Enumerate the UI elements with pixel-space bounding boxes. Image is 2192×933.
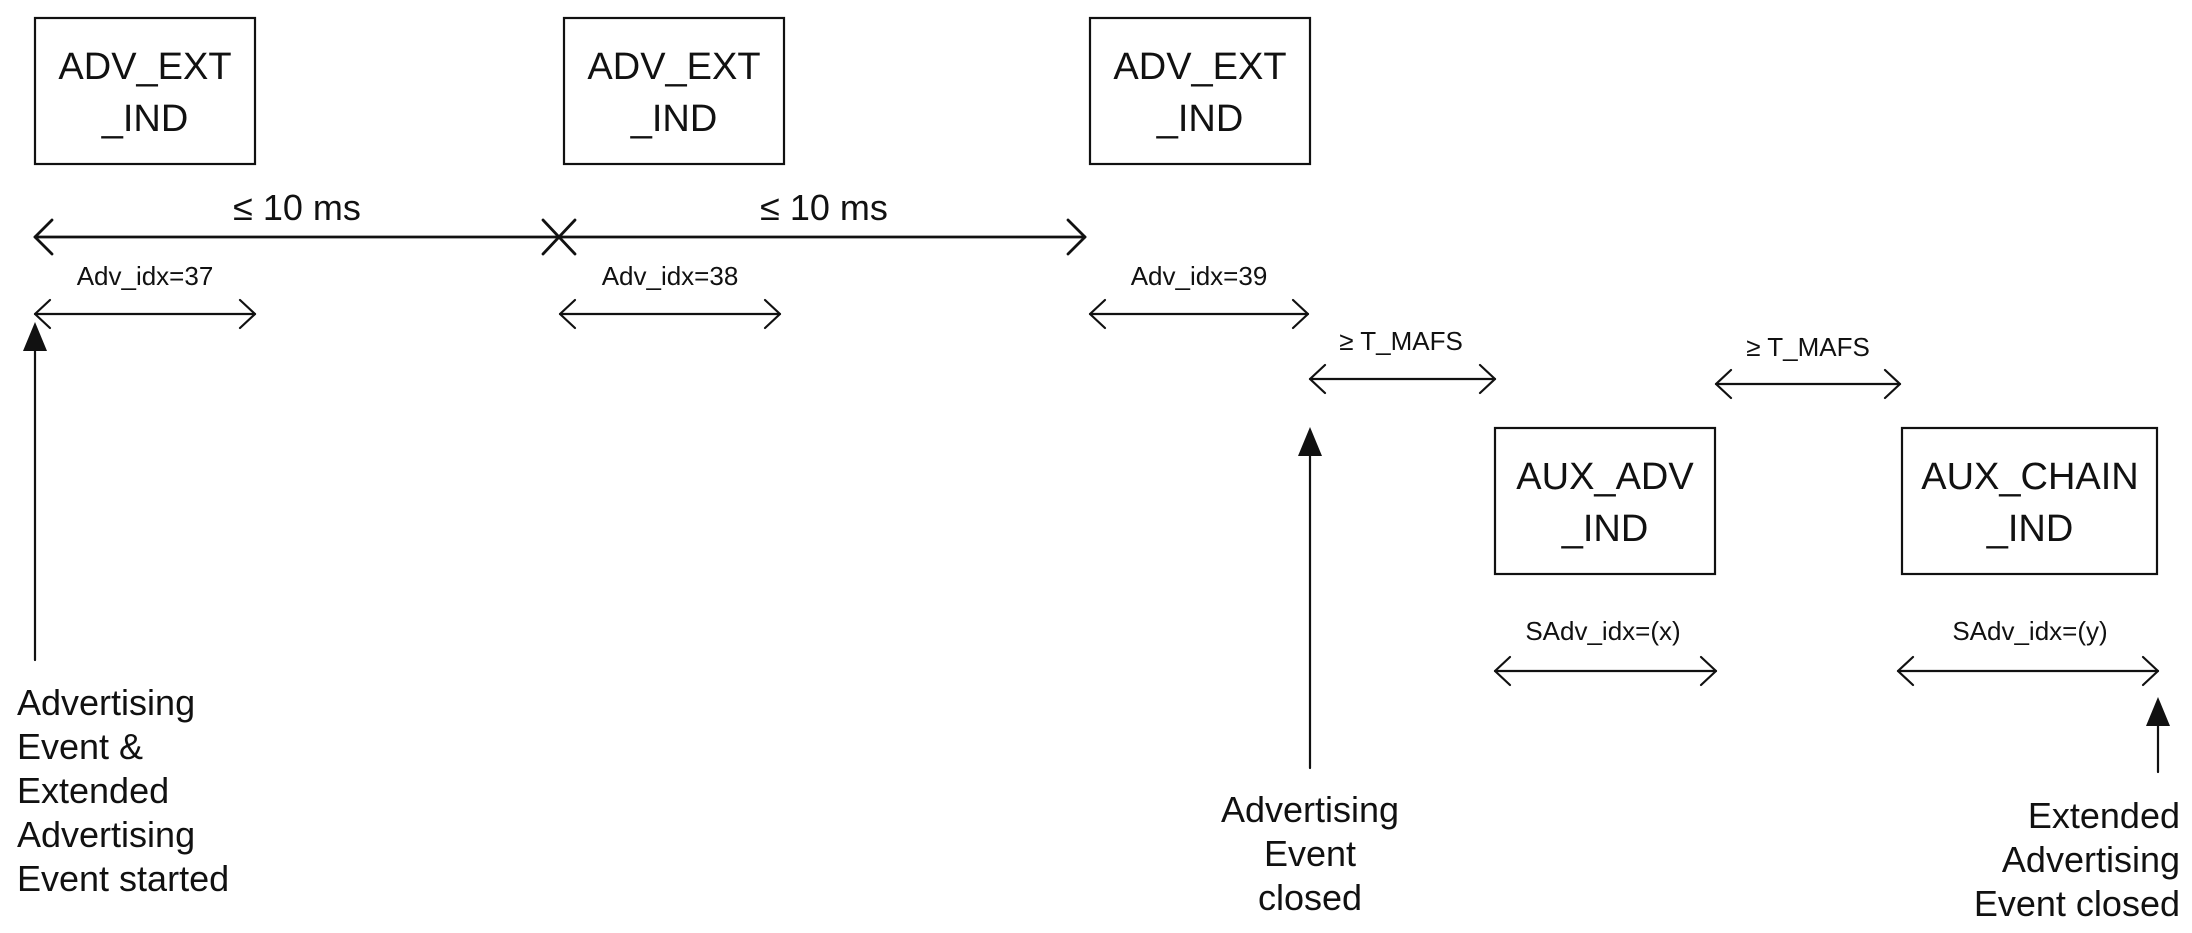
interval-label: ≤ 10 ms [760, 187, 888, 228]
packet-name-line2: _IND [1156, 98, 1244, 140]
packet-name-line2: _IND [1561, 508, 1649, 550]
packet-name-line1: AUX_CHAIN [1921, 456, 2139, 498]
svg-text:Advertising: Advertising [17, 814, 195, 855]
interval-arrow-10ms-2: ≤ 10 ms [557, 187, 1087, 256]
svg-text:Advertising: Advertising [17, 682, 195, 723]
svg-text:Event &: Event & [17, 726, 143, 767]
event-adv-closed-arrow [1298, 427, 1322, 770]
svg-text:Advertising: Advertising [2002, 839, 2180, 880]
adv-idx-arrow-38: Adv_idx=38 [558, 261, 782, 330]
svg-text:Advertising: Advertising [1221, 789, 1399, 830]
adv-idx-arrow-39: Adv_idx=39 [1088, 261, 1310, 330]
sadv-idx-arrow-y: SAdv_idx=(y) [1896, 616, 2160, 687]
packet-name-line2: _IND [101, 98, 189, 140]
sadv-idx-arrow-x: SAdv_idx=(x) [1493, 616, 1718, 687]
event-ext-closed-label: Extended Advertising Event closed [1974, 795, 2180, 924]
t-mafs-arrow-2: ≥ T_MAFS [1714, 332, 1902, 400]
packet-box-adv-ext-ind-3: ADV_EXT _IND [1088, 16, 1312, 166]
svg-text:Extended: Extended [2028, 795, 2180, 836]
packet-name-line1: ADV_EXT [58, 46, 231, 88]
svg-text:Event started: Event started [17, 858, 229, 899]
packet-name-line1: AUX_ADV [1516, 456, 1694, 498]
svg-text:closed: closed [1258, 877, 1362, 918]
adv-idx-label: Adv_idx=39 [1131, 261, 1268, 291]
sadv-idx-label: SAdv_idx=(y) [1952, 616, 2107, 646]
interval-arrow-10ms-1: ≤ 10 ms [33, 187, 577, 256]
adv-idx-label: Adv_idx=38 [602, 261, 739, 291]
adv-idx-label: Adv_idx=37 [77, 261, 214, 291]
packet-name-line2: _IND [1986, 508, 2074, 550]
interval-label: ≤ 10 ms [233, 187, 361, 228]
packet-box-aux-adv-ind: AUX_ADV _IND [1493, 426, 1717, 576]
adv-idx-arrow-37: Adv_idx=37 [33, 261, 257, 330]
packet-box-adv-ext-ind-1: ADV_EXT _IND [33, 16, 257, 166]
event-started-arrow [23, 322, 47, 662]
sadv-idx-label: SAdv_idx=(x) [1525, 616, 1680, 646]
t-mafs-label: ≥ T_MAFS [1746, 332, 1870, 362]
t-mafs-arrow-1: ≥ T_MAFS [1308, 326, 1497, 395]
packet-name-line2: _IND [630, 98, 718, 140]
svg-text:Event closed: Event closed [1974, 883, 2180, 924]
event-adv-closed-label: Advertising Event closed [1221, 789, 1399, 918]
event-ext-closed-arrow [2146, 697, 2170, 774]
packet-name-line1: ADV_EXT [1113, 46, 1286, 88]
packet-box-adv-ext-ind-2: ADV_EXT _IND [562, 16, 786, 166]
svg-text:Event: Event [1264, 833, 1356, 874]
packet-box-aux-chain-ind: AUX_CHAIN _IND [1900, 426, 2159, 576]
svg-text:Extended: Extended [17, 770, 169, 811]
packet-name-line1: ADV_EXT [587, 46, 760, 88]
event-started-label: Advertising Event & Extended Advertising… [17, 682, 229, 899]
t-mafs-label: ≥ T_MAFS [1339, 326, 1463, 356]
